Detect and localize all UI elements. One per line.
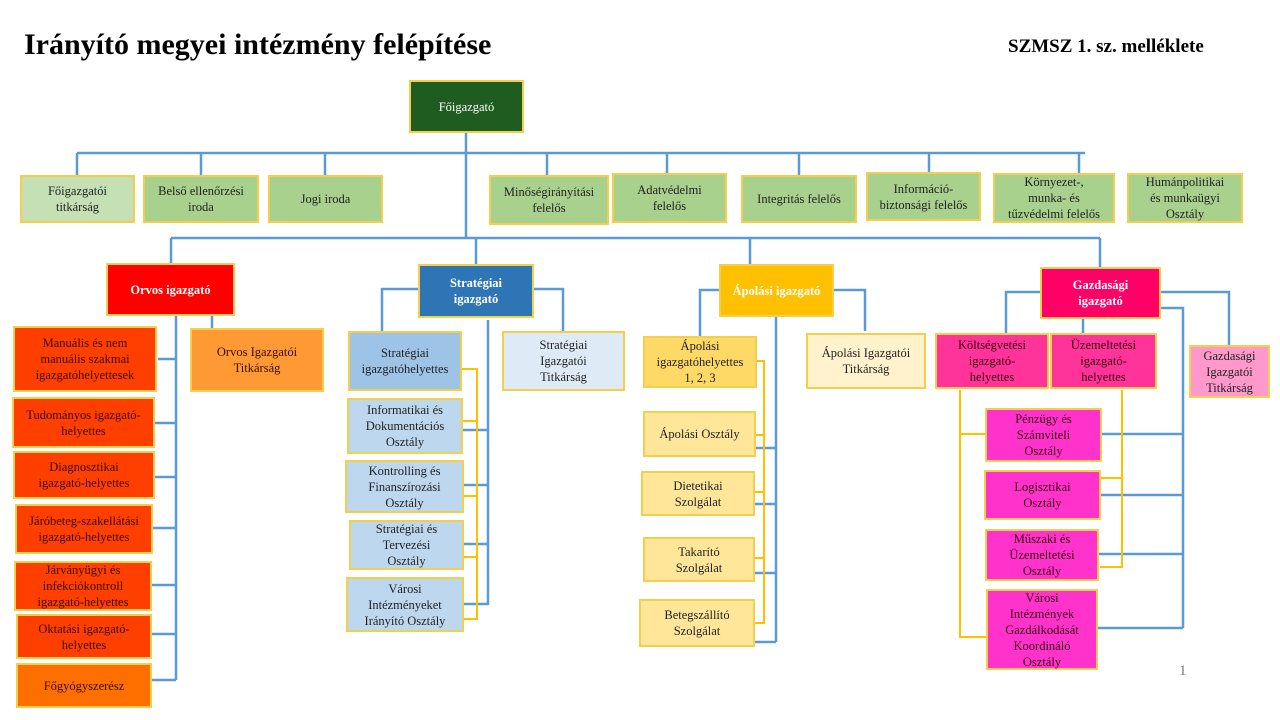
node-medical-unit: Manuális és nem manuális szakmai igazgat… (13, 326, 157, 392)
node-medical-unit: Tudományos igazgató- helyettes (12, 397, 155, 448)
node-strategic-unit: Informatikai és Dokumentációs Osztály (347, 398, 463, 454)
connector-economic-operations (1100, 390, 1123, 568)
node-nursing-unit: Dietetikai Szolgálat (641, 471, 755, 516)
node-staff-quality: Minőségirányítási felelős (489, 175, 609, 225)
node-medical-unit: Diagnosztikai igazgató-helyettes (13, 451, 155, 499)
node-economic-budget-deputy: Költségvetési igazgató- helyettes (935, 333, 1049, 389)
node-economic-unit: Pénzügy és Számviteli Osztály (985, 408, 1102, 462)
connector-staff (75, 153, 1081, 175)
node-nursing-unit: Takarító Szolgálat (643, 537, 755, 582)
node-economic-secretariat: Gazdasági Igazgatói Titkárság (1189, 345, 1270, 398)
connector-nursing-right (833, 288, 867, 331)
node-staff-infosec: Információ- biztonsági felelős (866, 172, 981, 221)
document-annex-label: SZMSZ 1. sz. melléklete (1008, 36, 1204, 57)
node-strategic-unit: Kontrolling és Finanszírozási Osztály (345, 460, 464, 513)
blue-connectors (75, 133, 1231, 682)
node-nursing-unit: Betegszállító Szolgálat (639, 599, 755, 647)
node-staff-internal-audit: Belső ellenőrzési iroda (143, 175, 259, 223)
yellow-connectors (461, 360, 1123, 638)
node-medical-unit: Járványügyi és infekciókontroll igazgató… (14, 561, 152, 611)
node-nursing-unit: Ápolási Osztály (643, 411, 756, 457)
node-staff-secretariat: Főigazgatói titkárság (20, 175, 135, 223)
page-number: 1 (1179, 663, 1187, 679)
node-strategic-secretariat: Stratégiai Igazgatói Titkárság (502, 331, 625, 391)
node-strategic-deputy: Stratégiai igazgatóhelyettes (348, 331, 462, 391)
page-title: Irányító megyei intézmény felépítése (24, 28, 492, 61)
node-economic-unit: Logisztikai Osztály (984, 470, 1101, 520)
node-strategic-unit: Stratégiai és Tervezési Osztály (349, 520, 464, 570)
node-medical-unit: Oktatási igazgató- helyettes (16, 614, 152, 659)
node-strategic-unit: Városi Intézményeket Irányító Osztály (346, 577, 464, 632)
node-nursing-deputy: Ápolási igazgatóhelyettes 1, 2, 3 (643, 336, 757, 388)
connector-economic-units (1098, 432, 1183, 630)
connector-strategic-units (463, 428, 488, 606)
node-economic-unit: Városi Intézmények Gazdálkodását Koordin… (986, 589, 1098, 670)
node-economic-director: Gazdasági igazgató (1040, 267, 1161, 319)
node-economic-operations-deputy: Üzemeltetési igazgató- helyettes (1050, 333, 1157, 389)
node-nursing-director: Ápolási igazgató (719, 264, 834, 317)
node-staff-legal: Jogi iroda (268, 175, 383, 223)
node-staff-integrity: Integritás felelős (741, 175, 857, 223)
connector-nursing-deputy (753, 360, 765, 624)
node-medical-secretariat: Orvos Igazgatói Titkárság (190, 328, 324, 392)
node-nursing-secretariat: Ápolási Igazgatói Titkárság (806, 333, 926, 389)
node-medical-unit: Járóbeteg-szakellátási igazgató-helyette… (15, 504, 153, 554)
connector-economic-right (1160, 290, 1231, 345)
node-chief-director: Főigazgató (409, 80, 524, 133)
node-economic-unit: Műszaki és Üzemeltetési Osztály (985, 529, 1099, 581)
node-strategic-director: Stratégiai igazgató (418, 264, 534, 318)
node-medical-unit: Főgyógyszerész (16, 663, 152, 708)
connector-strategic-right (533, 287, 565, 331)
connector-strategic-left (380, 287, 420, 331)
connector-economic-budget (959, 390, 987, 638)
connector-strategic-deputy (461, 368, 478, 620)
connector-medical-units (150, 357, 176, 682)
connector-economic-trunk (1160, 306, 1185, 628)
connector-economic-left (1004, 290, 1041, 333)
node-medical-director: Orvos igazgató (106, 263, 235, 316)
node-staff-data-protection: Adatvédelmi felelős (612, 173, 727, 223)
connector-directors (169, 238, 1102, 268)
connector-nursing-left (698, 288, 720, 336)
node-staff-environment: Környezet-, munka- és tűzvédelmi felelős (993, 173, 1115, 223)
node-staff-hr: Humánpolitikai és munkaügyi Osztály (1127, 173, 1243, 223)
